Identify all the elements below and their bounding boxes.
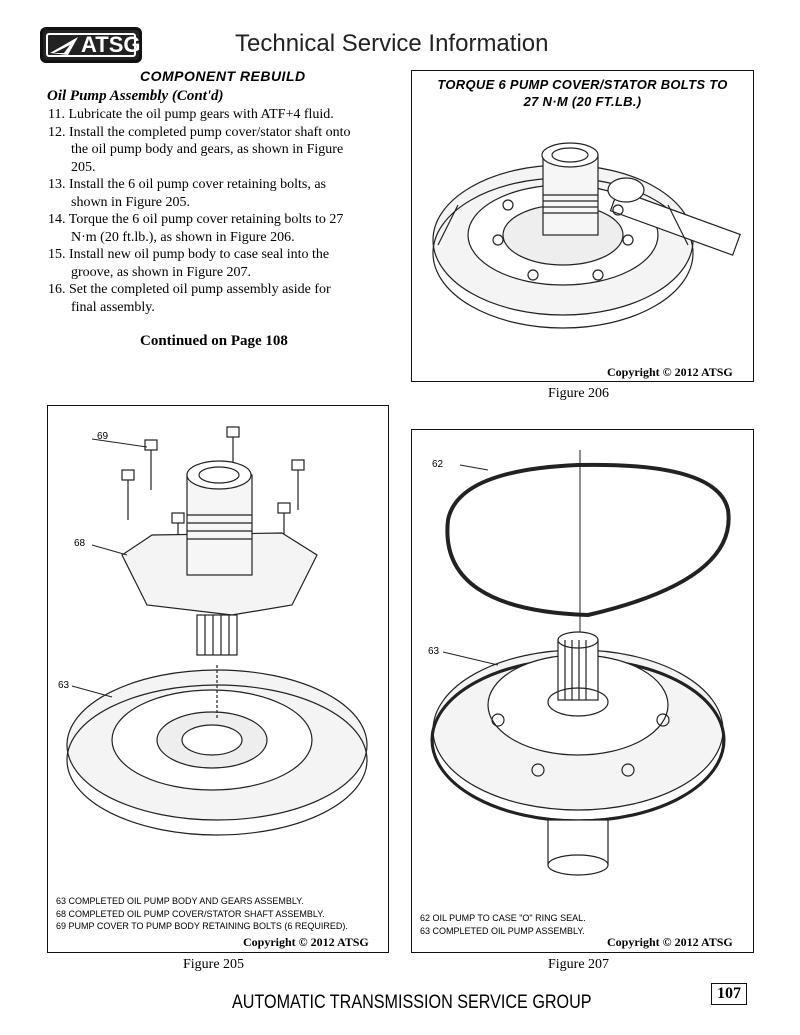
step-item: 13. Install the 6 oil pump cover retaini… bbox=[48, 177, 327, 210]
logo-wing-icon bbox=[50, 37, 78, 55]
legend-item: 68 COMPLETED OIL PUMP COVER/STATOR SHAFT… bbox=[56, 908, 325, 919]
callout-63: 63 bbox=[428, 646, 440, 657]
page-number: 107 bbox=[711, 983, 747, 1005]
section-subheading: Oil Pump Assembly (Cont'd) bbox=[47, 88, 224, 104]
figure-207-caption: Figure 207 bbox=[548, 957, 610, 972]
figure-205-caption: Figure 205 bbox=[183, 957, 245, 972]
step-list: 11. Lubricate the oil pump gears with AT… bbox=[48, 106, 358, 316]
figure-205-legend: 63 COMPLETED OIL PUMP BODY AND GEARS ASS… bbox=[56, 895, 348, 933]
figure-206-copyright: Copyright © 2012 ATSG bbox=[607, 365, 733, 379]
callout-62: 62 bbox=[432, 459, 444, 470]
figure-206-title-line2: 27 N·M (20 FT.LB.) bbox=[523, 94, 642, 109]
figure-205-illustration bbox=[66, 426, 368, 836]
step-item: 12. Install the completed pump cover/sta… bbox=[48, 124, 351, 175]
atsg-logo: ATSG bbox=[40, 27, 142, 63]
legend-item: 69 PUMP COVER TO PUMP BODY RETAINING BOL… bbox=[56, 921, 348, 931]
figure-205-copyright: Copyright © 2012 ATSG bbox=[243, 935, 369, 949]
footer-org: AUTOMATIC TRANSMISSION SERVICE GROUP bbox=[232, 992, 592, 1013]
bolt-icon bbox=[121, 426, 305, 555]
logo-text: ATSG bbox=[81, 32, 141, 57]
step-item: 14. Torque the 6 oil pump cover retainin… bbox=[48, 212, 344, 245]
step-item: 15. Install new oil pump body to case se… bbox=[48, 247, 330, 280]
continued-note: Continued on Page 108 bbox=[140, 333, 288, 349]
figure-207-legend: 62 OIL PUMP TO CASE "O" RING SEAL. 63 CO… bbox=[420, 912, 586, 937]
callout-63: 63 bbox=[58, 680, 70, 691]
figure-207-copyright: Copyright © 2012 ATSG bbox=[607, 935, 733, 949]
figure-206-title: TORQUE 6 PUMP COVER/STATOR BOLTS TO 27 N… bbox=[412, 76, 753, 110]
legend-item: 63 COMPLETED OIL PUMP BODY AND GEARS ASS… bbox=[56, 896, 304, 906]
step-item: 11. Lubricate the oil pump gears with AT… bbox=[48, 107, 334, 122]
figure-206-illustration bbox=[432, 142, 741, 329]
legend-item: 63 COMPLETED OIL PUMP ASSEMBLY. bbox=[420, 925, 585, 936]
callout-68: 68 bbox=[74, 538, 86, 549]
page-title: Technical Service Information bbox=[235, 30, 549, 57]
figure-206-title-line1: TORQUE 6 PUMP COVER/STATOR BOLTS TO bbox=[437, 77, 728, 92]
callout-69: 69 bbox=[97, 431, 109, 442]
figure-206-caption: Figure 206 bbox=[548, 386, 610, 401]
legend-item: 62 OIL PUMP TO CASE "O" RING SEAL. bbox=[420, 913, 586, 923]
step-item: 16. Set the completed oil pump assembly … bbox=[48, 282, 331, 315]
figure-207-illustration bbox=[430, 450, 731, 876]
section-heading: COMPONENT REBUILD bbox=[140, 68, 306, 84]
